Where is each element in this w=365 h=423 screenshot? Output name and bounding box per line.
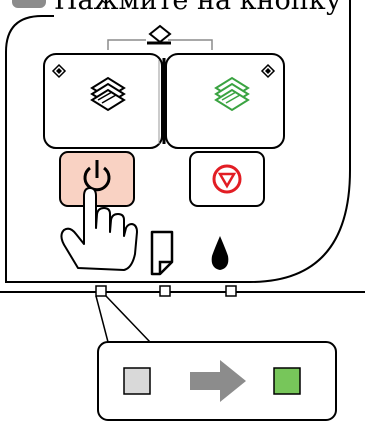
- ink-drop-icon: [211, 236, 229, 270]
- hand-pointer-icon: [60, 187, 138, 271]
- panel-outline: [5, 0, 351, 283]
- power-indicator-led: [95, 285, 107, 297]
- paper-indicator-led: [159, 285, 171, 297]
- stop-button[interactable]: [189, 151, 265, 207]
- diamond-icon: [260, 63, 276, 79]
- transition-arrow-icon: [190, 360, 246, 402]
- callout-pointer: [95, 295, 151, 343]
- stacked-pages-icon: [90, 76, 126, 112]
- instruction-caption: Нажмите на кнопку: [54, 0, 342, 16]
- stop-icon: [212, 164, 242, 194]
- diamond-icon: [51, 63, 67, 79]
- power-button[interactable]: [59, 151, 135, 207]
- step-number-badge: [12, 0, 46, 8]
- led-off-swatch: [123, 367, 151, 395]
- led-state-callout: [97, 341, 337, 421]
- stacked-pages-icon: [214, 76, 250, 112]
- paper-icon: [150, 230, 174, 276]
- power-icon: [83, 160, 111, 192]
- led-on-swatch: [273, 367, 301, 395]
- ink-indicator-led: [225, 285, 237, 297]
- scan-buttons-group: [43, 53, 285, 149]
- scanner-icon: [146, 24, 172, 48]
